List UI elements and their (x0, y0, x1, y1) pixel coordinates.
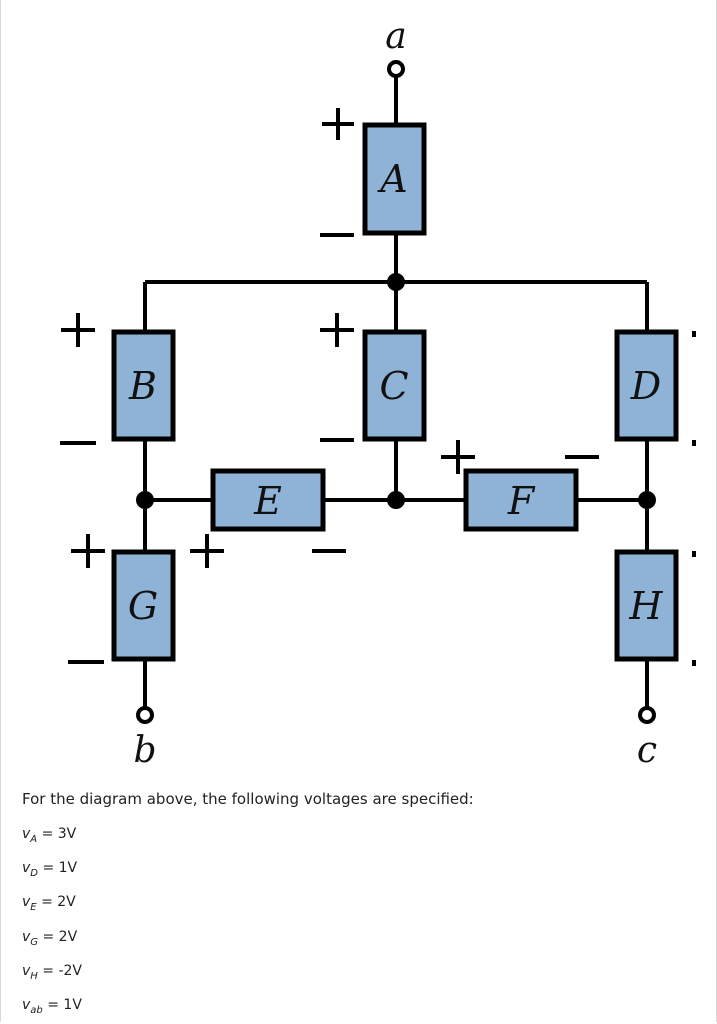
plus-E (190, 534, 224, 568)
voltage-line: vA = 3V (22, 826, 77, 845)
plus-G (71, 534, 105, 568)
terminal-label-c: c (637, 730, 657, 771)
voltage-line: vab = 1V (22, 997, 82, 1016)
label-H: H (628, 584, 663, 628)
node-left (136, 491, 154, 509)
polarity-marks (60, 108, 696, 666)
voltage-line: vG = 2V (22, 929, 78, 948)
junction-nodes (136, 273, 656, 509)
terminal-a (387, 60, 405, 78)
circuit-diagram: A B C D E F G H a b c (60, 16, 696, 771)
label-B: B (128, 364, 157, 408)
terminals (136, 60, 656, 724)
terminal-label-a: a (385, 16, 406, 57)
plus-C (320, 313, 354, 347)
component-D (614, 329, 679, 442)
node-center (387, 491, 405, 509)
voltage-line: vH = -2V (22, 963, 82, 982)
node-top (387, 273, 405, 291)
component-A (362, 122, 427, 236)
label-E: E (253, 479, 282, 523)
component-H (614, 549, 679, 662)
label-A: A (377, 157, 407, 201)
component-E (210, 468, 326, 532)
label-G: G (128, 584, 158, 628)
components (111, 122, 679, 662)
voltage-line: vD = 1V (22, 860, 78, 879)
terminal-c (638, 706, 656, 724)
label-C: C (379, 364, 408, 408)
component-C (362, 329, 427, 442)
voltage-line: vE = 2V (22, 894, 76, 913)
problem-intro: For the diagram above, the following vol… (22, 790, 474, 808)
plus-B (61, 313, 95, 347)
component-B (111, 329, 176, 442)
plus-A (322, 108, 354, 140)
component-F (463, 468, 579, 532)
terminal-b (136, 706, 154, 724)
node-right (638, 491, 656, 509)
terminal-label-b: b (133, 730, 156, 771)
plus-F (441, 440, 475, 474)
label-F: F (507, 479, 536, 523)
component-G (111, 549, 176, 662)
label-D: D (630, 364, 661, 408)
